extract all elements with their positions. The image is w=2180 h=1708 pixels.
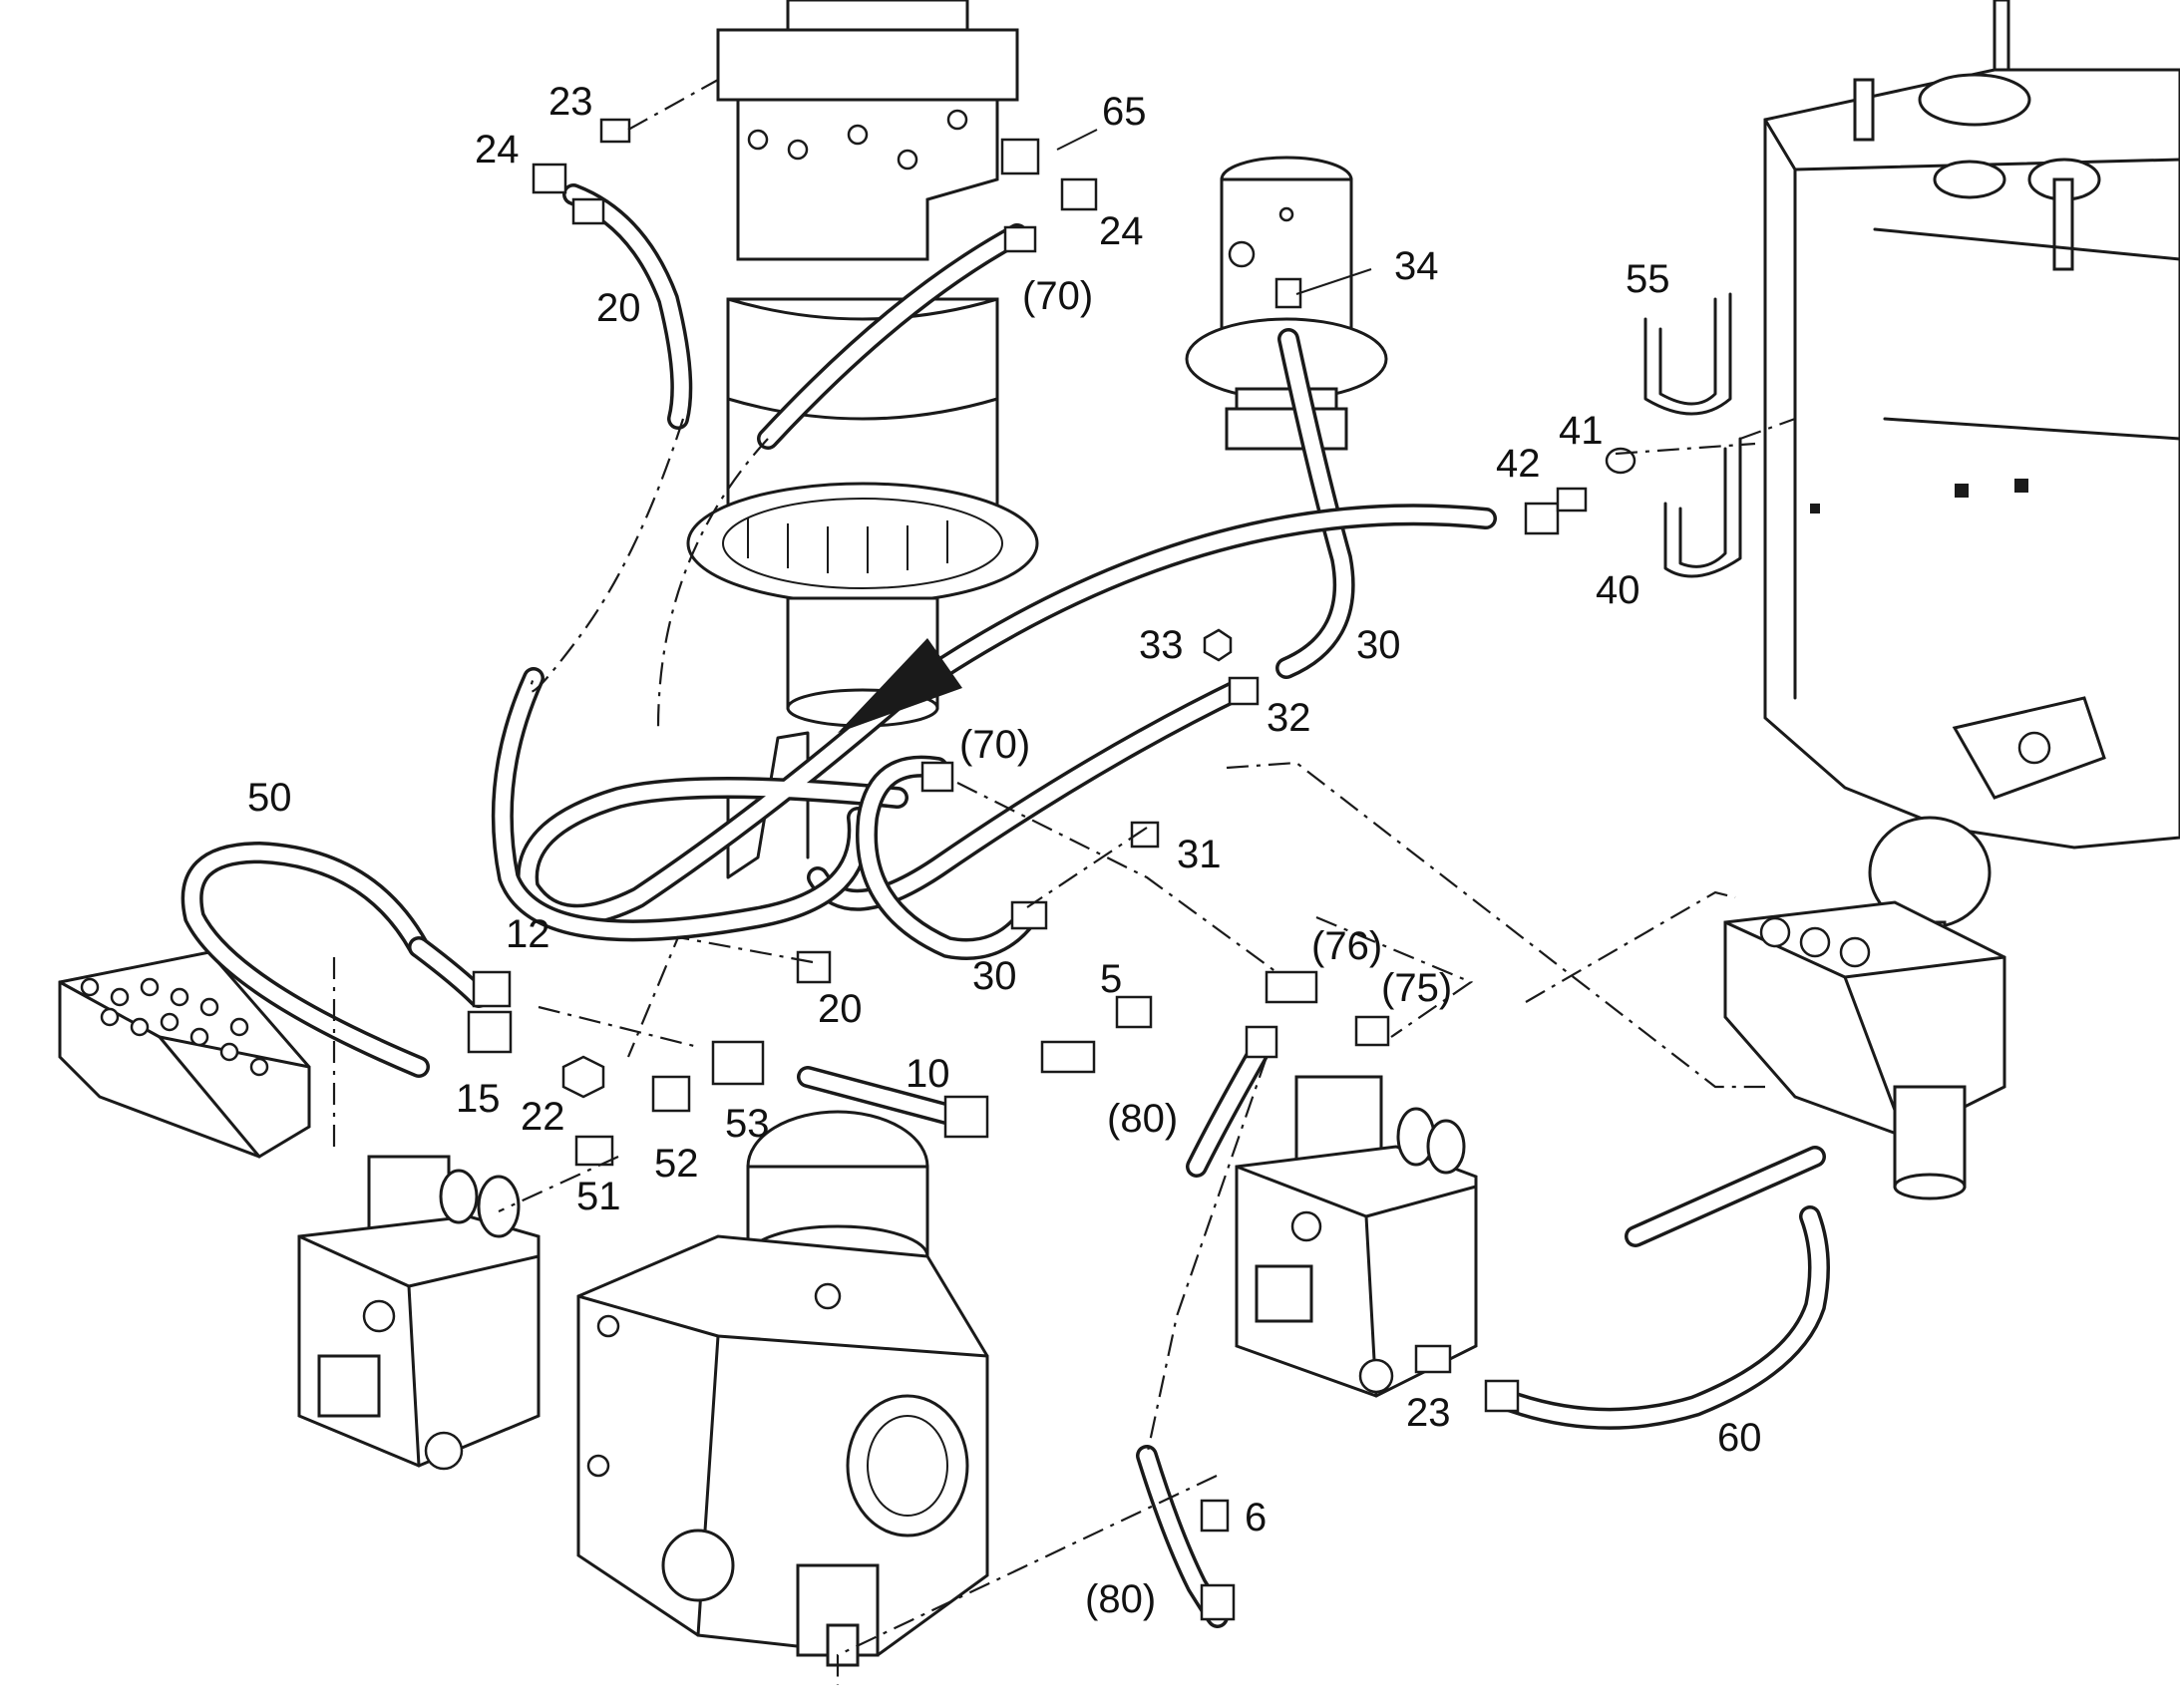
callout-15: 15 <box>456 1077 501 1121</box>
fitting-75 <box>1354 1015 1390 1047</box>
fitting-15 <box>467 1010 513 1054</box>
fitting-20-lower <box>796 950 832 984</box>
fitting-24-left <box>532 163 567 194</box>
callout-70-top: (70) <box>1022 274 1093 318</box>
callout-33: 33 <box>1139 623 1184 667</box>
fitting-65 <box>1000 138 1040 175</box>
adapter-5 <box>1040 1040 1096 1074</box>
bolt-42 <box>1524 487 1588 535</box>
callout-30-lower: 30 <box>972 954 1017 998</box>
callout-32: 32 <box>1267 696 1311 740</box>
fitting-23-top <box>599 118 631 144</box>
hose-end-70 <box>1003 225 1037 253</box>
callout-65: 65 <box>1102 90 1147 134</box>
nut-22 <box>561 1055 605 1099</box>
machine-frame <box>1763 0 2180 850</box>
hose-end-50 <box>472 970 512 1008</box>
clamp-32 <box>1228 676 1260 706</box>
fitting-23-lower <box>1414 1344 1452 1374</box>
hose-end-80 <box>1245 1025 1278 1059</box>
hoses <box>181 183 1830 1628</box>
callout-23-lower: 23 <box>1406 1391 1451 1435</box>
callout-80-upper: (80) <box>1107 1097 1178 1141</box>
callout-ticks <box>1056 129 1372 295</box>
callout-55: 55 <box>1626 257 1670 301</box>
callout-50: 50 <box>247 776 292 820</box>
hydraulic-pump <box>576 1110 989 1667</box>
callout-80-lower: (80) <box>1085 1577 1156 1621</box>
hose-end-70-lower <box>920 761 954 793</box>
callout-12: 12 <box>506 912 550 956</box>
callout-60: 60 <box>1717 1416 1762 1460</box>
callout-42: 42 <box>1496 442 1541 486</box>
callout-5: 5 <box>1100 957 1122 1001</box>
callout-10: 10 <box>906 1052 950 1096</box>
hose-bracket-55 <box>1643 292 1732 416</box>
callout-53: 53 <box>725 1102 770 1146</box>
nut-33 <box>1203 628 1233 662</box>
callout-70-lower: (70) <box>959 723 1030 767</box>
auxiliary-valve-block <box>1235 1075 1478 1398</box>
pump-valve-block <box>297 1155 541 1471</box>
callout-24-left: 24 <box>475 128 520 171</box>
callout-6: 6 <box>1245 1496 1267 1539</box>
control-valve-block <box>58 950 311 1159</box>
leader-lines <box>332 79 1796 1685</box>
fitting-51 <box>574 1135 614 1167</box>
callout-30-upper: 30 <box>1356 623 1401 667</box>
callout-22: 22 <box>521 1095 565 1139</box>
callout-31: 31 <box>1177 833 1222 876</box>
tee-76 <box>1265 970 1318 1004</box>
direction-arrow <box>838 638 962 733</box>
hose-end-80-lower <box>1200 1583 1236 1621</box>
callout-41: 41 <box>1559 409 1604 453</box>
fittings <box>467 118 1520 1621</box>
callout-23-top: 23 <box>548 80 593 124</box>
accumulator-valve-block <box>1723 816 2006 1200</box>
callout-24-right: 24 <box>1099 209 1144 253</box>
fitting-5 <box>1115 995 1153 1029</box>
callout-20-lower: 20 <box>818 987 863 1031</box>
hose-bracket-40 <box>1663 437 1742 578</box>
fitting-24-right <box>1060 177 1098 211</box>
callout-20-top: 20 <box>596 286 641 330</box>
slewing-drive-assembly <box>686 0 1039 728</box>
fitting-6 <box>1200 1499 1230 1533</box>
hose-end-60 <box>1484 1379 1520 1413</box>
callout-34: 34 <box>1394 244 1439 288</box>
callout-40: 40 <box>1596 568 1640 612</box>
fitting-52 <box>651 1075 691 1113</box>
callout-76: (76) <box>1311 924 1382 968</box>
callout-75: (75) <box>1381 966 1452 1010</box>
tee-53 <box>711 1040 765 1086</box>
callout-52: 52 <box>654 1142 699 1186</box>
callout-51: 51 <box>576 1175 621 1218</box>
hose-end-20 <box>571 197 605 225</box>
washer-41 <box>1605 447 1636 475</box>
callout-labels: 23 24 65 24 20 (70) 34 55 41 42 40 33 30… <box>247 80 1762 1621</box>
hose-end-10 <box>943 1095 989 1139</box>
